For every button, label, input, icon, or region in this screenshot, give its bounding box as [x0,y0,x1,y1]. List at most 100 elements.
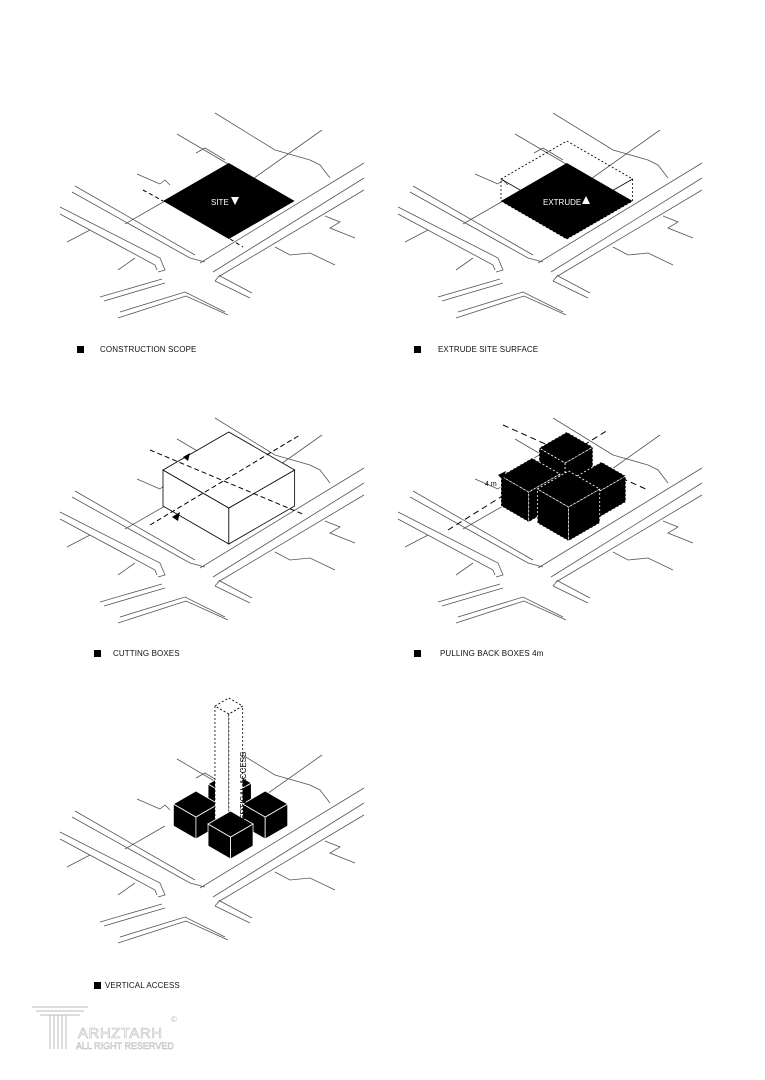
site-plan-line [412,490,534,561]
site-plan-line [462,200,504,225]
site-plan-line [117,295,229,319]
site-plan-line [441,282,504,302]
site-plan-line [119,291,226,313]
site-plan-line [404,534,429,548]
site-plan-line [662,520,694,544]
caption-vertical-access: VERTICAL ACCESS [105,981,180,990]
copyright-mark: © [171,1015,177,1024]
site-plan-line [324,215,356,239]
legend-square [414,650,421,657]
site-plan-line [217,189,365,278]
site-plan-line [214,274,221,282]
site-plan-line [324,520,356,544]
pullback-line [447,429,609,531]
cut-arrow-icon [172,512,180,521]
site-plan-line [274,551,336,571]
site-plan-line [309,159,331,179]
site-plan-line [552,585,589,604]
site-plan-line [662,215,694,239]
site-plan-line [74,490,196,561]
legend-square [94,982,101,989]
site-plan-line [457,291,564,313]
site-plan-line [214,417,311,466]
site-plan-line [117,600,229,624]
site-plan-line [557,275,591,294]
site-plan-line [457,596,564,618]
site-plan-line [199,787,365,889]
site-plan-line [647,464,669,484]
site-plan-line [455,295,567,319]
dimension-label: 4 m [485,481,497,488]
site-plan-line [552,579,559,587]
up-triangle-icon [582,196,590,204]
extrude-label: EXTRUDE [543,198,581,207]
panel-extrude-site-surface: EXTRUDE [397,112,703,319]
site-plan-line [217,494,365,583]
site-plan-line [441,587,504,607]
panel-vertical-access: VERTICAL ACCESS [59,697,365,944]
site-plan-line [474,173,499,185]
site-plan-line [66,854,91,868]
column-logo-icon [32,1006,88,1049]
site-plan-line [552,274,559,282]
site-plan-line [455,562,474,576]
site-plan-line [103,907,166,927]
site-plan-line [124,505,166,530]
site-plan-line [537,162,703,264]
panel-construction-scope: SITE [59,112,365,319]
panel-pulling-back-boxes: 4 m4 m [397,417,703,624]
site-plan-line [612,246,674,266]
site-label: SITE [211,198,229,207]
site-plan-line [397,213,496,271]
extrude-volume-outline [500,140,634,218]
site-plan-line [214,905,251,924]
site-plan-line [124,825,166,850]
site-plan-line [397,518,496,576]
site-plan-line [274,246,336,266]
site-plan-line [324,840,356,864]
pulled-box [500,457,561,493]
site-plan-line [249,129,323,182]
site-plan-line [309,784,331,804]
site-plan-line [71,816,206,888]
site-plan-line [455,600,567,624]
site-plan-line [612,551,674,571]
site-plan-line [99,583,163,603]
site-plan-line [217,814,365,903]
building-mass [162,431,296,509]
site-plan-line [537,467,703,569]
site-plan-line [195,147,226,161]
site-plan-line [409,496,544,568]
block [207,810,254,838]
site-plan-line [99,903,163,923]
site-plan-line [557,580,591,599]
site-plan-line [103,282,166,302]
site-plan-line [199,467,365,569]
legend-square [94,650,101,657]
site-plan-line [587,129,661,182]
cut-line [149,434,301,526]
site-plan-line [309,464,331,484]
site-plan-line [437,278,501,298]
site-plan-line [533,147,564,161]
watermark-subtitle: ALL RIGHT RESERVED [76,1041,174,1052]
site-plan-line [474,478,499,490]
arrow-icon [498,471,506,480]
site-plan-line [212,482,365,578]
site-plan-line [397,511,504,578]
site-plan-line [119,916,226,938]
site-plan-line [59,206,166,273]
site-plan-line [550,482,703,578]
site-plan-line [397,206,504,273]
site-plan-line [274,871,336,891]
caption-pulling-back-boxes: PULLING BACK BOXES 4m [440,649,544,658]
site-plan-line [552,112,649,161]
site-plan-line [219,580,253,599]
boundary-dash [142,189,164,202]
legend-square [77,346,84,353]
site-plan-line [555,189,703,278]
site-plan-line [103,587,166,607]
site-plan-line [59,518,158,576]
site-plan-line [412,185,534,256]
